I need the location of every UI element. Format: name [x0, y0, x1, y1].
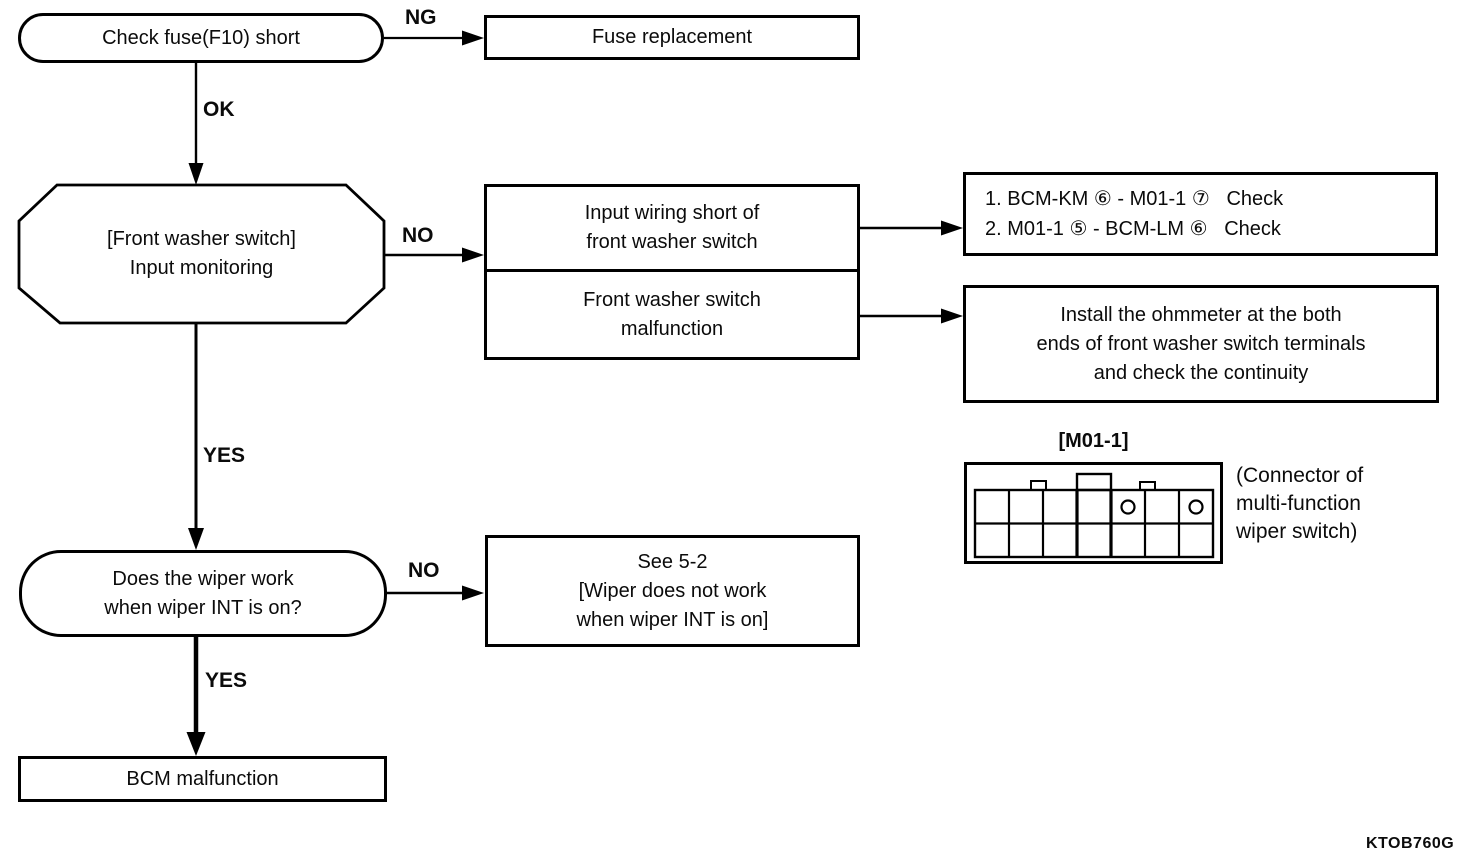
arrow-ok [188, 63, 204, 185]
node-see-5-2: See 5-2 [Wiper does not work when wiper … [485, 535, 860, 647]
connector-title: [M01-1] [1058, 430, 1129, 452]
node-washer-switch-malfunction: Front washer switch malfunction [487, 272, 857, 357]
flow-label-yes-wiper: YES [205, 669, 248, 692]
connector-pin-circle-7 [1188, 499, 1204, 515]
node-see-5-2-label: See 5-2 [Wiper does not work when wiper … [576, 550, 769, 631]
connector-tab-small-left [1030, 480, 1047, 491]
flow-label-no-wiper: NO [408, 559, 440, 582]
flow-label-ng: NG [405, 6, 437, 29]
node-check-fuse-label: Check fuse(F10) short [102, 26, 300, 49]
node-bcm-malfunction: BCM malfunction [18, 756, 387, 802]
document-code: KTOB760G [1366, 835, 1455, 852]
connector-caption: (Connector of multi-function wiper switc… [1236, 464, 1364, 543]
node-fuse-replacement: Fuse replacement [484, 15, 860, 60]
arrow-yes-washer [188, 323, 204, 550]
node-front-washer-monitoring: [Front washer switch] Input monitoring [19, 185, 384, 323]
node-wiper-int-question: Does the wiper work when wiper INT is on… [19, 550, 387, 637]
node-bcm-malfunction-label: BCM malfunction [126, 767, 279, 790]
arrow-yes-wiper [186, 637, 206, 756]
flow-label-ok: OK [203, 98, 235, 121]
arrow-no-washer [384, 247, 484, 263]
connector-m01-1-drawing [964, 462, 1223, 564]
node-fuse-replacement-label: Fuse replacement [591, 26, 753, 48]
node-washer-results: Input wiring short of front washer switc… [484, 184, 860, 360]
check-step-1: 1. BCM-KM ⑥ - M01-1 ⑦ Check [985, 188, 1284, 210]
arrow-ng [384, 30, 484, 46]
check-step-2: 2. M01-1 ⑤ - BCM-LM ⑥ Check [985, 218, 1281, 240]
node-input-wiring-short: Input wiring short of front washer switc… [487, 187, 857, 272]
connector-tab-small-right [1139, 481, 1156, 491]
arrow-to-ohmmeter [860, 308, 963, 324]
decision-octagon-shape [17, 183, 386, 325]
node-install-ohmmeter-label: Install the ohmmeter at the both ends of… [1036, 303, 1366, 384]
connector-pin-circle-5 [1120, 499, 1136, 515]
node-front-washer-monitoring-label: [Front washer switch] Input monitoring [107, 228, 296, 279]
connector-tab-large-center [1075, 472, 1113, 492]
flow-label-yes-washer: YES [203, 444, 246, 467]
node-install-ohmmeter: Install the ohmmeter at the both ends of… [963, 285, 1439, 403]
arrow-to-check-steps [860, 220, 963, 236]
node-input-wiring-short-label: Input wiring short of front washer switc… [584, 202, 760, 253]
node-wiper-int-question-label: Does the wiper work when wiper INT is on… [104, 567, 302, 619]
node-check-steps: 1. BCM-KM ⑥ - M01-1 ⑦ Check 2. M01-1 ⑤ -… [963, 172, 1438, 256]
arrow-no-wiper [387, 585, 484, 601]
flow-label-no-washer: NO [402, 224, 434, 247]
node-check-fuse: Check fuse(F10) short [18, 13, 384, 63]
node-washer-switch-malfunction-label: Front washer switch malfunction [583, 288, 761, 340]
